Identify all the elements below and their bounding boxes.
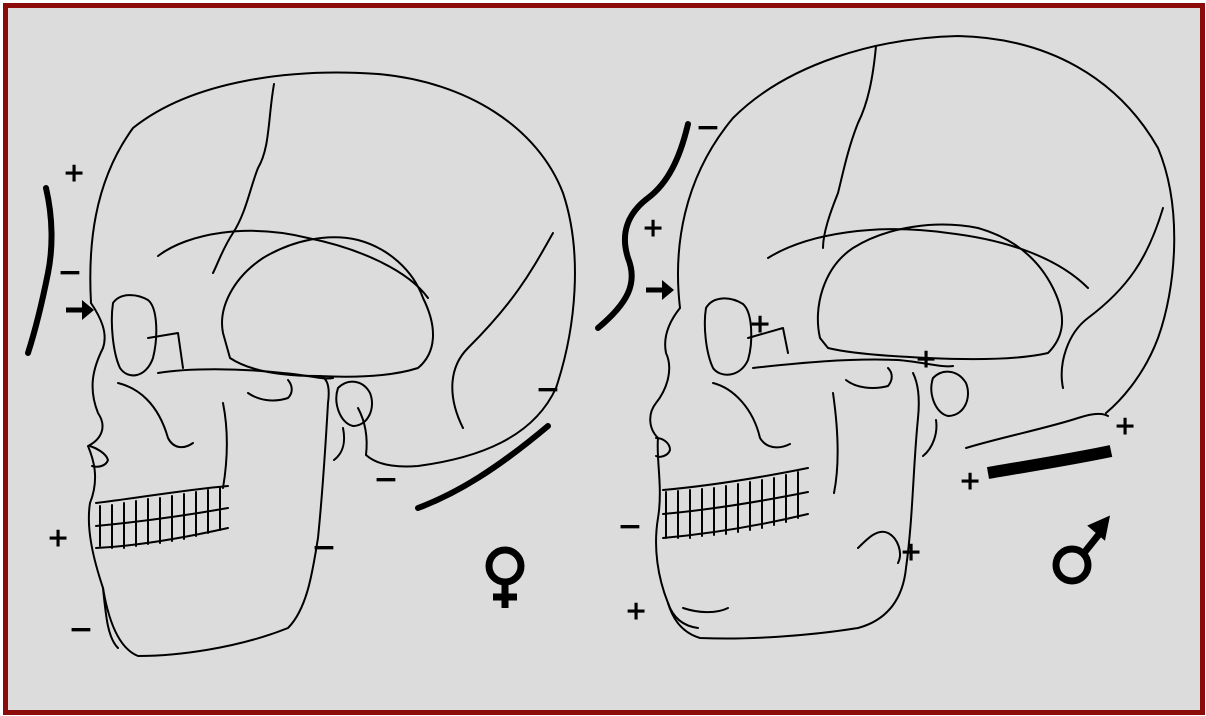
male-temporal-squama — [818, 225, 1062, 360]
male-marker-face-lower: − — [617, 512, 642, 542]
female-skull — [88, 73, 575, 656]
male-marker-brow: + — [642, 215, 665, 242]
female-temporal-squama — [222, 237, 433, 376]
female-facial-profile — [88, 303, 118, 648]
female-marker-chin: − — [68, 615, 93, 645]
male-marker-zygomatic: + — [749, 311, 772, 338]
female-teeth — [96, 488, 228, 548]
female-marker-occipital: − — [535, 375, 560, 405]
male-chin — [683, 608, 728, 612]
female-zygomatic-arch — [158, 369, 333, 378]
skull-drawings — [8, 8, 1200, 710]
male-orbit — [705, 298, 751, 374]
male-marker-mastoid: + — [915, 346, 938, 373]
female-marker-mastoid: − — [373, 465, 398, 495]
male-occipital-base — [966, 414, 1108, 448]
male-temporal-line — [768, 229, 1088, 288]
male-marker-chin: + — [625, 598, 648, 625]
female-cranium-outline — [90, 73, 575, 467]
male-glabella-arrow — [646, 280, 674, 300]
male-marker-jaw-angle: + — [900, 539, 923, 566]
male-marker-occipital-end: + — [1114, 413, 1137, 440]
female-occipital-profile-line — [418, 426, 548, 508]
female-marker-jaw-angle: − — [311, 533, 336, 563]
male-mandible — [668, 373, 919, 639]
female-coronal-suture — [213, 84, 274, 273]
male-symbol-icon — [1056, 518, 1108, 581]
male-marker-forehead-top: − — [695, 113, 720, 143]
female-occipital-base — [358, 408, 367, 455]
male-occipital-profile-line — [988, 451, 1111, 473]
male-marker-occipital-low: + — [959, 468, 982, 495]
female-glabella-arrow — [66, 300, 94, 320]
figure-frame: + − + − − − − − + + + − + + + + — [3, 3, 1205, 715]
male-facial-profile — [650, 308, 698, 628]
female-temporal-line — [158, 231, 428, 298]
female-marker-forehead-top: + — [63, 160, 86, 187]
female-marker-cheek-lower: + — [47, 525, 70, 552]
male-ramus — [833, 368, 892, 493]
female-ramus — [223, 380, 292, 488]
female-marker-brow: − — [57, 258, 82, 288]
male-coronal-suture — [823, 46, 876, 248]
female-forehead-profile-line — [28, 188, 52, 353]
male-mastoid — [923, 372, 968, 456]
female-symbol-icon — [489, 550, 521, 608]
male-gonial-flare — [858, 532, 900, 563]
female-orbit — [112, 295, 156, 375]
